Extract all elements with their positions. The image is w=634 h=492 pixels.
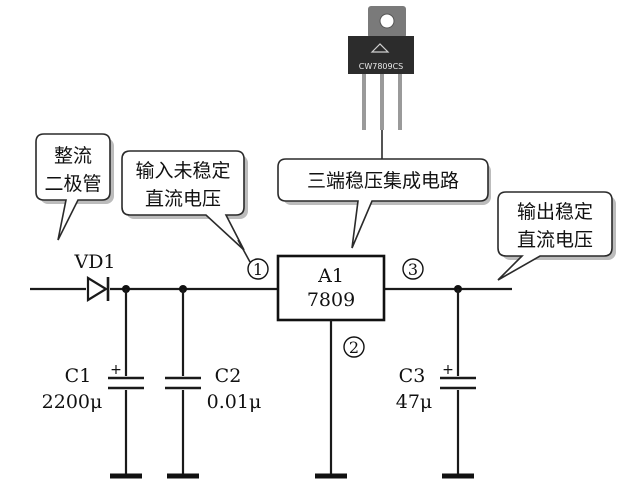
c3-ref-label: C3 bbox=[399, 365, 426, 387]
c1-polarity-mark: + bbox=[110, 362, 122, 378]
package-lead-1 bbox=[362, 74, 366, 130]
callout-input-line1: 输入未稳定 bbox=[135, 160, 230, 182]
package-marking: CW7809CS bbox=[359, 62, 404, 71]
regulator-part-label: 7809 bbox=[307, 289, 355, 311]
callout-unregulated-input: 输入未稳定 直流电压 bbox=[121, 150, 248, 251]
package-lead-2 bbox=[380, 74, 384, 130]
callout-regulator-text: 三端稳压集成电路 bbox=[307, 170, 459, 192]
pin-1-label: 1 bbox=[253, 260, 263, 279]
diode-ref-label: VD1 bbox=[73, 251, 115, 273]
callout-input-line2: 直流电压 bbox=[145, 188, 221, 210]
package-lead-3 bbox=[398, 74, 402, 130]
diode-vd1 bbox=[86, 276, 110, 302]
c3-polarity-mark: + bbox=[442, 362, 454, 378]
capacitor-c3 bbox=[440, 289, 476, 479]
callout-regulator-ic: 三端稳压集成电路 bbox=[277, 158, 491, 249]
callout-output-line1: 输出稳定 bbox=[517, 201, 593, 223]
callout-regulated-output: 输出稳定 直流电压 bbox=[497, 191, 616, 281]
callout-rectifier-diode: 整流 二极管 bbox=[35, 133, 114, 241]
c3-value-label: 47μ bbox=[396, 391, 433, 413]
manufacturer-logo-icon bbox=[370, 43, 390, 53]
c2-value-label: 0.01μ bbox=[207, 391, 262, 413]
pin-2-label: 2 bbox=[349, 338, 359, 357]
callout-output-line2: 直流电压 bbox=[517, 229, 593, 251]
pin-2-marker: 2 bbox=[343, 336, 365, 358]
pin-3-label: 3 bbox=[408, 260, 418, 279]
regulator-ref-label: A1 bbox=[317, 265, 344, 287]
c2-ref-label: C2 bbox=[215, 365, 242, 387]
capacitor-c2 bbox=[165, 289, 201, 479]
callout-rectifier-line2: 二极管 bbox=[44, 173, 101, 195]
package-body bbox=[348, 36, 414, 74]
regulator-a1: A1 7809 bbox=[276, 254, 386, 322]
input-pointer-line bbox=[237, 239, 251, 263]
diode-anode-triangle bbox=[86, 276, 109, 302]
package-mount-hole bbox=[379, 13, 395, 29]
pin-3-marker: 3 bbox=[402, 258, 424, 280]
c1-ref-label: C1 bbox=[65, 365, 92, 387]
c1-value-label: 2200μ bbox=[42, 391, 103, 413]
callout-rectifier-line1: 整流 bbox=[54, 145, 92, 167]
to220-package-photo: CW7809CS bbox=[348, 6, 414, 130]
pin-1-marker: 1 bbox=[247, 258, 269, 280]
capacitor-c1 bbox=[108, 289, 144, 479]
